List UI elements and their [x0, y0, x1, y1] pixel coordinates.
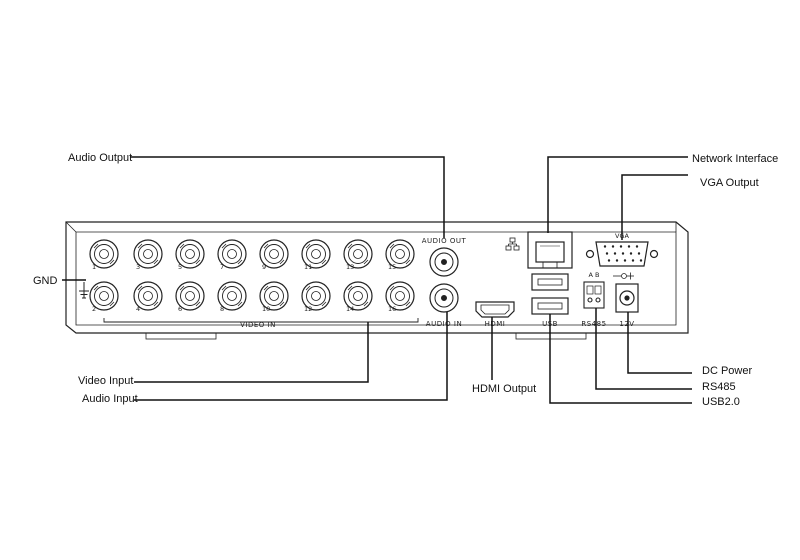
device-chassis	[65, 221, 689, 340]
bnc-channel-number: 3	[136, 263, 140, 271]
video-input-leader	[134, 322, 369, 383]
bnc-connector	[343, 239, 373, 269]
vga-pin	[623, 259, 627, 262]
vga-pins	[603, 245, 643, 262]
vga-pin	[607, 259, 611, 262]
bnc-connector	[301, 239, 331, 269]
vga-output-leader	[621, 174, 688, 240]
bnc-channel-number: 9	[262, 263, 266, 271]
hdmi-label: HDMI	[485, 320, 506, 328]
bnc-connector	[89, 239, 119, 269]
usb-port-bottom	[531, 297, 569, 315]
bnc-connector	[343, 281, 373, 311]
rs485-callout: RS485	[702, 381, 736, 393]
usb-port-top	[531, 273, 569, 291]
rs485-leader	[595, 308, 692, 390]
dc-power-callout: DC Power	[702, 365, 752, 377]
bnc-channel-number: 6	[178, 305, 182, 313]
audio-out-label: AUDIO OUT	[422, 237, 467, 245]
bnc-channel-number: 2	[92, 305, 96, 313]
callout-lines	[62, 156, 692, 404]
video-input-callout: Video Input	[78, 375, 133, 387]
gnd-callout: GND	[33, 275, 58, 287]
bnc-connector	[385, 281, 415, 311]
hdmi-port	[475, 301, 515, 318]
video-in-bracket	[103, 318, 419, 323]
bnc-channel-number: 12	[304, 305, 312, 313]
audio-input-callout: Audio Input	[82, 393, 138, 405]
bnc-channel-number: 16	[388, 305, 396, 313]
bnc-connector	[259, 239, 289, 269]
bnc-channel-number: 5	[178, 263, 182, 271]
vga-pin	[637, 252, 641, 255]
audio-out-connector	[429, 247, 459, 277]
hdmi-output-callout: HDMI Output	[472, 383, 536, 395]
usb-callout: USB2.0	[702, 396, 740, 408]
chassis-inner-outline	[75, 231, 677, 326]
vga-output-callout: VGA Output	[700, 177, 759, 189]
network-port	[527, 231, 573, 269]
vga-pin	[619, 245, 623, 248]
vga-pin	[611, 245, 615, 248]
rs485-terminal	[583, 281, 605, 309]
polarity-symbol	[613, 272, 634, 280]
bnc-connector	[89, 281, 119, 311]
foot-left	[145, 332, 217, 340]
audio-input-leader	[134, 312, 448, 401]
bnc-connector	[175, 239, 205, 269]
dc-power-leader	[627, 312, 692, 374]
bnc-connector	[385, 239, 415, 269]
vga-pin	[615, 259, 619, 262]
network-icon	[505, 237, 520, 251]
bnc-channel-number: 1	[92, 263, 96, 271]
rs485-ab-label: A B	[589, 271, 600, 279]
bnc-channel-number: 11	[304, 263, 312, 271]
network-interface-leader	[547, 156, 688, 233]
video-in-label: VIDEO IN	[240, 321, 276, 329]
bnc-channel-number: 10	[262, 305, 270, 313]
foot-right	[515, 332, 587, 340]
vga-pin	[631, 259, 635, 262]
bnc-connector	[133, 239, 163, 269]
vga-pin	[639, 259, 643, 262]
bnc-channel-number: 7	[220, 263, 224, 271]
bnc-connector	[301, 281, 331, 311]
vga-pin	[605, 252, 609, 255]
usb-leader	[549, 314, 692, 404]
vga-pin	[629, 252, 633, 255]
audio-in-label: AUDIO IN	[426, 320, 462, 328]
audio-output-callout: Audio Output	[68, 152, 132, 164]
vga-pin	[627, 245, 631, 248]
network-interface-callout: Network Interface	[692, 153, 778, 165]
power-label: 12V	[619, 320, 634, 328]
bnc-channel-number: 14	[346, 305, 354, 313]
bnc-channel-number: 4	[136, 305, 140, 313]
vga-pin	[613, 252, 617, 255]
bnc-connector	[217, 239, 247, 269]
vga-pin	[635, 245, 639, 248]
bnc-channel-number: 13	[346, 263, 354, 271]
audio-output-leader	[130, 156, 445, 238]
bnc-channel-number: 8	[220, 305, 224, 313]
dc-power-jack	[615, 283, 639, 313]
vga-pin	[603, 245, 607, 248]
bnc-connector	[133, 281, 163, 311]
rs485-label: RS485	[581, 320, 606, 328]
audio-in-connector	[429, 283, 459, 313]
vga-pin	[621, 252, 625, 255]
bnc-connector	[259, 281, 289, 311]
bnc-connector	[175, 281, 205, 311]
gnd-terminal	[79, 282, 89, 299]
bnc-channel-number: 15	[388, 263, 396, 271]
bnc-connector	[217, 281, 247, 311]
vga-port	[585, 241, 659, 267]
